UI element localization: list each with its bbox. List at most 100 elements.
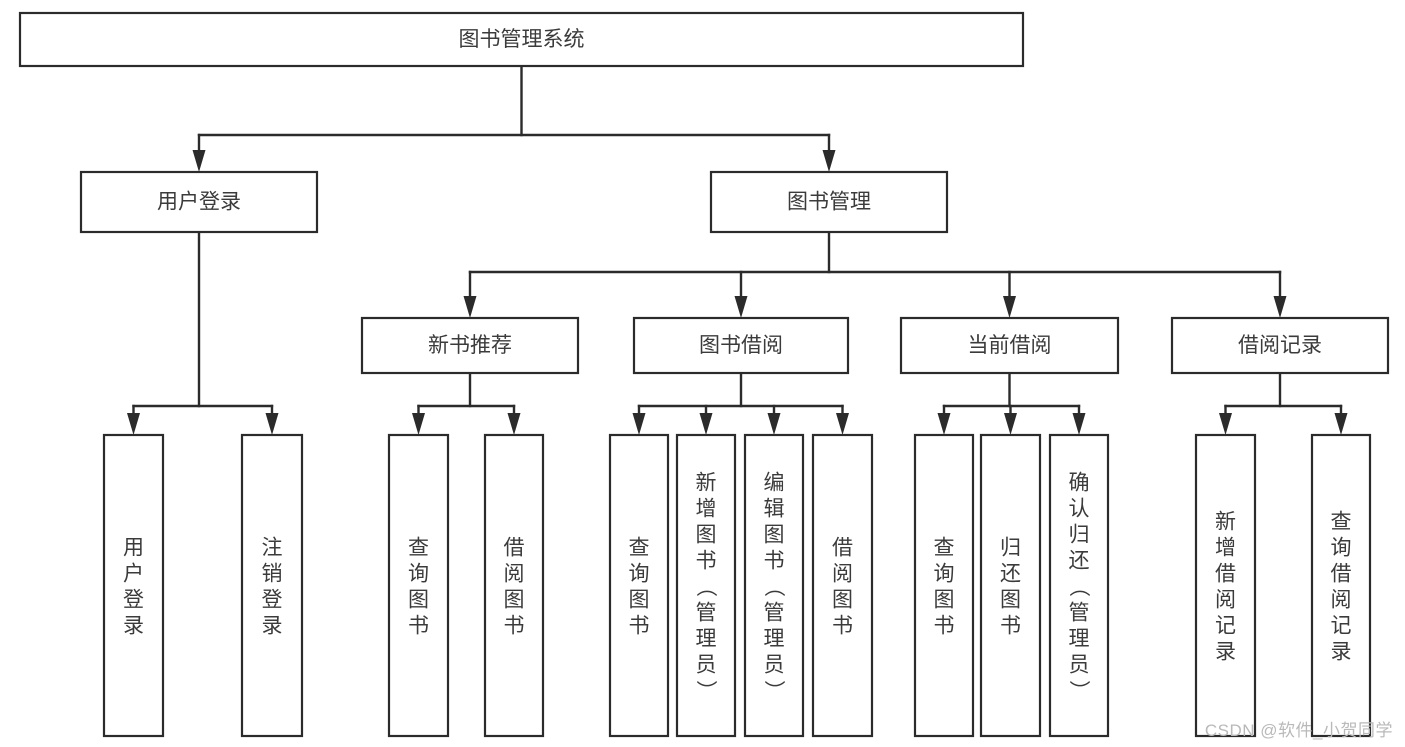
leaf-label-char: 注 — [262, 537, 283, 560]
leaf-label-char: 员 — [696, 654, 717, 677]
leaf-label-char: 书 — [1000, 615, 1021, 638]
leaf-label-char: 用 — [123, 537, 144, 560]
level3-node-new-book-recommend[interactable]: 新书推荐 — [360, 316, 580, 375]
leaf-label-char: 借 — [504, 537, 525, 560]
arrow-head-icon — [1219, 413, 1232, 435]
leaf-label-char: 员 — [1069, 654, 1090, 677]
node-box — [608, 433, 670, 738]
leaf-label-char: 阅 — [832, 563, 853, 586]
node-box — [1194, 433, 1257, 738]
level3-node-borrow-record[interactable]: 借阅记录 — [1170, 316, 1390, 375]
leaf-label-char: 记 — [1331, 615, 1352, 638]
node-label: 用户登录 — [157, 191, 241, 214]
arrow-head-icon — [265, 413, 279, 435]
node-label: 当前借阅 — [968, 334, 1052, 357]
leaf-label-char: 借 — [1331, 563, 1352, 586]
leaf-label-char: 询 — [408, 563, 429, 586]
node-box — [387, 433, 450, 738]
leaf-label-char: 图 — [696, 524, 717, 547]
leaf-label-char: 登 — [262, 589, 283, 612]
connector-layer — [127, 64, 1348, 435]
leaf-label-char: 还 — [1000, 563, 1021, 586]
leaf-label-char: 借 — [1215, 563, 1236, 586]
node-box — [79, 170, 319, 234]
arrow-head-icon — [1003, 296, 1016, 318]
level3-node-book-borrow[interactable]: 图书借阅 — [632, 316, 850, 375]
node-box — [899, 316, 1120, 375]
arrow-head-icon — [767, 413, 781, 435]
leaf-label-char: 新 — [1215, 511, 1236, 534]
leaf-label-char: 管 — [1069, 602, 1090, 625]
arrow-head-icon — [734, 296, 748, 318]
leaf-label-char: 录 — [262, 615, 283, 638]
node-box — [743, 433, 805, 738]
level2-node-book-manage[interactable]: 图书管理 — [709, 170, 949, 234]
leaf-label-char: 员 — [764, 654, 785, 677]
leaf-label-char: 阅 — [1215, 589, 1236, 612]
leaf-label-char: 图 — [504, 589, 525, 612]
leaf-label-char: 书 — [629, 615, 650, 638]
leaf-label-char: 图 — [764, 524, 785, 547]
leaf-label-char: 查 — [629, 537, 650, 560]
leaf-label-char: 管 — [764, 602, 785, 625]
leaf-node-leaf-user-login[interactable]: 用户登录 — [102, 433, 165, 738]
leaf-label-char: ） — [694, 680, 717, 701]
leaf-label-char: 归 — [1069, 524, 1090, 547]
leaf-label-char: 认 — [1069, 498, 1090, 521]
arrow-head-icon — [937, 413, 951, 435]
arrow-head-icon — [1072, 413, 1086, 435]
arrow-head-icon — [699, 413, 713, 435]
leaf-label-char: 记 — [1215, 615, 1236, 638]
leaf-label-char: 增 — [696, 498, 717, 521]
arrow-head-icon — [1334, 413, 1348, 435]
leaf-label-char: 登 — [123, 589, 144, 612]
leaf-label-char: 书 — [408, 615, 429, 638]
node-box — [102, 433, 165, 738]
node-label: 图书借阅 — [699, 334, 783, 357]
arrow-head-icon — [127, 413, 140, 435]
level3-node-current-borrow[interactable]: 当前借阅 — [899, 316, 1120, 375]
arrow-head-icon — [836, 413, 849, 435]
arrow-head-icon — [632, 413, 646, 435]
node-label: 新书推荐 — [428, 334, 512, 357]
leaf-label-char: 书 — [764, 550, 785, 573]
node-label: 图书管理 — [787, 191, 871, 214]
node-label: 图书管理系统 — [459, 28, 585, 51]
leaf-label-char: 确 — [1069, 472, 1090, 495]
arrow-head-icon — [1273, 296, 1287, 318]
leaf-label-char: 户 — [123, 563, 144, 586]
leaf-label-char: ） — [762, 680, 785, 701]
arrow-head-icon — [192, 150, 206, 172]
arrow-head-icon — [822, 150, 836, 172]
root-node-undefined[interactable]: 图书管理系统 — [18, 11, 1025, 68]
leaf-label-char: 查 — [408, 537, 429, 560]
leaf-label-char: 图 — [832, 589, 853, 612]
arrow-head-icon — [463, 296, 477, 318]
leaf-label-char: 销 — [262, 563, 283, 586]
leaf-label-char: 录 — [1215, 641, 1236, 664]
node-box — [1170, 316, 1390, 375]
leaf-label-char: 图 — [1000, 589, 1021, 612]
arrow-head-icon — [1004, 413, 1017, 435]
watermark-text: CSDN @软件_小贺同学 — [1204, 721, 1393, 740]
level2-node-user-login[interactable]: 用户登录 — [79, 170, 319, 234]
leaf-label-char: 辑 — [764, 498, 785, 521]
leaf-label-char: 图 — [629, 589, 650, 612]
node-box — [979, 433, 1042, 738]
leaf-label-char: 阅 — [504, 563, 525, 586]
leaf-label-char: （ — [1067, 576, 1090, 597]
